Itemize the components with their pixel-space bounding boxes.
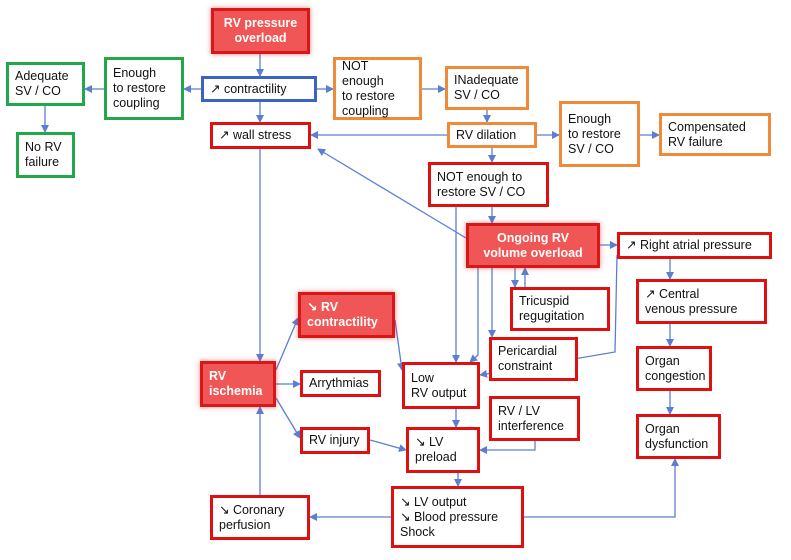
connector-arrow-21 [469, 268, 479, 363]
rv-dilation-node: RV dilation [447, 122, 537, 148]
low-rv-output-node: Low RV output [402, 362, 480, 409]
organ-dysfunction-node: Organ dysfunction [636, 414, 721, 459]
enough-restore-sv-co-node: Enough to restore SV / CO [559, 101, 640, 167]
connector-arrow-27 [275, 397, 301, 439]
rv-ischemia-node: RV ischemia [200, 361, 276, 407]
ongoing-rv-volume-overload-node: Ongoing RV volume overload [466, 223, 600, 268]
connector-arrow-28 [394, 319, 405, 371]
connector-arrow-33 [524, 458, 679, 518]
rv-contractility-decrease-node: ↘ RV contractility [298, 292, 395, 338]
lv-output-shock-node: ↘ LV output ↘ Blood pressure Shock [391, 486, 524, 548]
connector-arrow-13 [317, 148, 467, 239]
central-venous-pressure-node: ↗ Central venous pressure [636, 279, 767, 324]
tricuspid-regurgitation-node: Tricuspid regugitation [510, 287, 610, 331]
right-atrial-pressure-node: ↗ Right atrial pressure [617, 232, 772, 259]
pericardial-constraint-node: Pericardial constraint [489, 337, 578, 381]
rv-lv-interference-node: RV / LV interference [489, 396, 580, 441]
enough-restore-coupling-node: Enough to restore coupling [104, 57, 184, 120]
lv-preload-node: ↘ LV preload [406, 427, 480, 473]
rv-injury-node: RV injury [300, 427, 370, 454]
rv-pressure-overload-node: RV pressure overload [211, 8, 310, 54]
not-enough-restore-sv-co-node: NOT enough to restore SV / CO [428, 162, 549, 207]
organ-congestion-node: Organ congestion [636, 346, 712, 391]
wall-stress-node: ↗ wall stress [210, 122, 311, 149]
connector-arrow-25 [275, 317, 299, 371]
compensated-rv-failure-node: Compensated RV failure [659, 113, 771, 156]
no-rv-failure-node: No RV failure [16, 132, 75, 178]
inadequate-sv-co-node: INadequate SV / CO [445, 66, 529, 110]
connector-arrow-31 [479, 441, 536, 454]
contractility-increase-node: ↗ contractility [201, 76, 317, 102]
adequate-sv-co-node: Adequate SV / CO [6, 62, 85, 106]
connector-arrow-29 [369, 439, 407, 452]
arrythmias-node: Arrythmias [300, 370, 381, 397]
coronary-perfusion-node: ↘ Coronary perfusion [210, 495, 310, 540]
not-enough-restore-coupling-node: NOT enough to restore coupling [333, 57, 422, 120]
